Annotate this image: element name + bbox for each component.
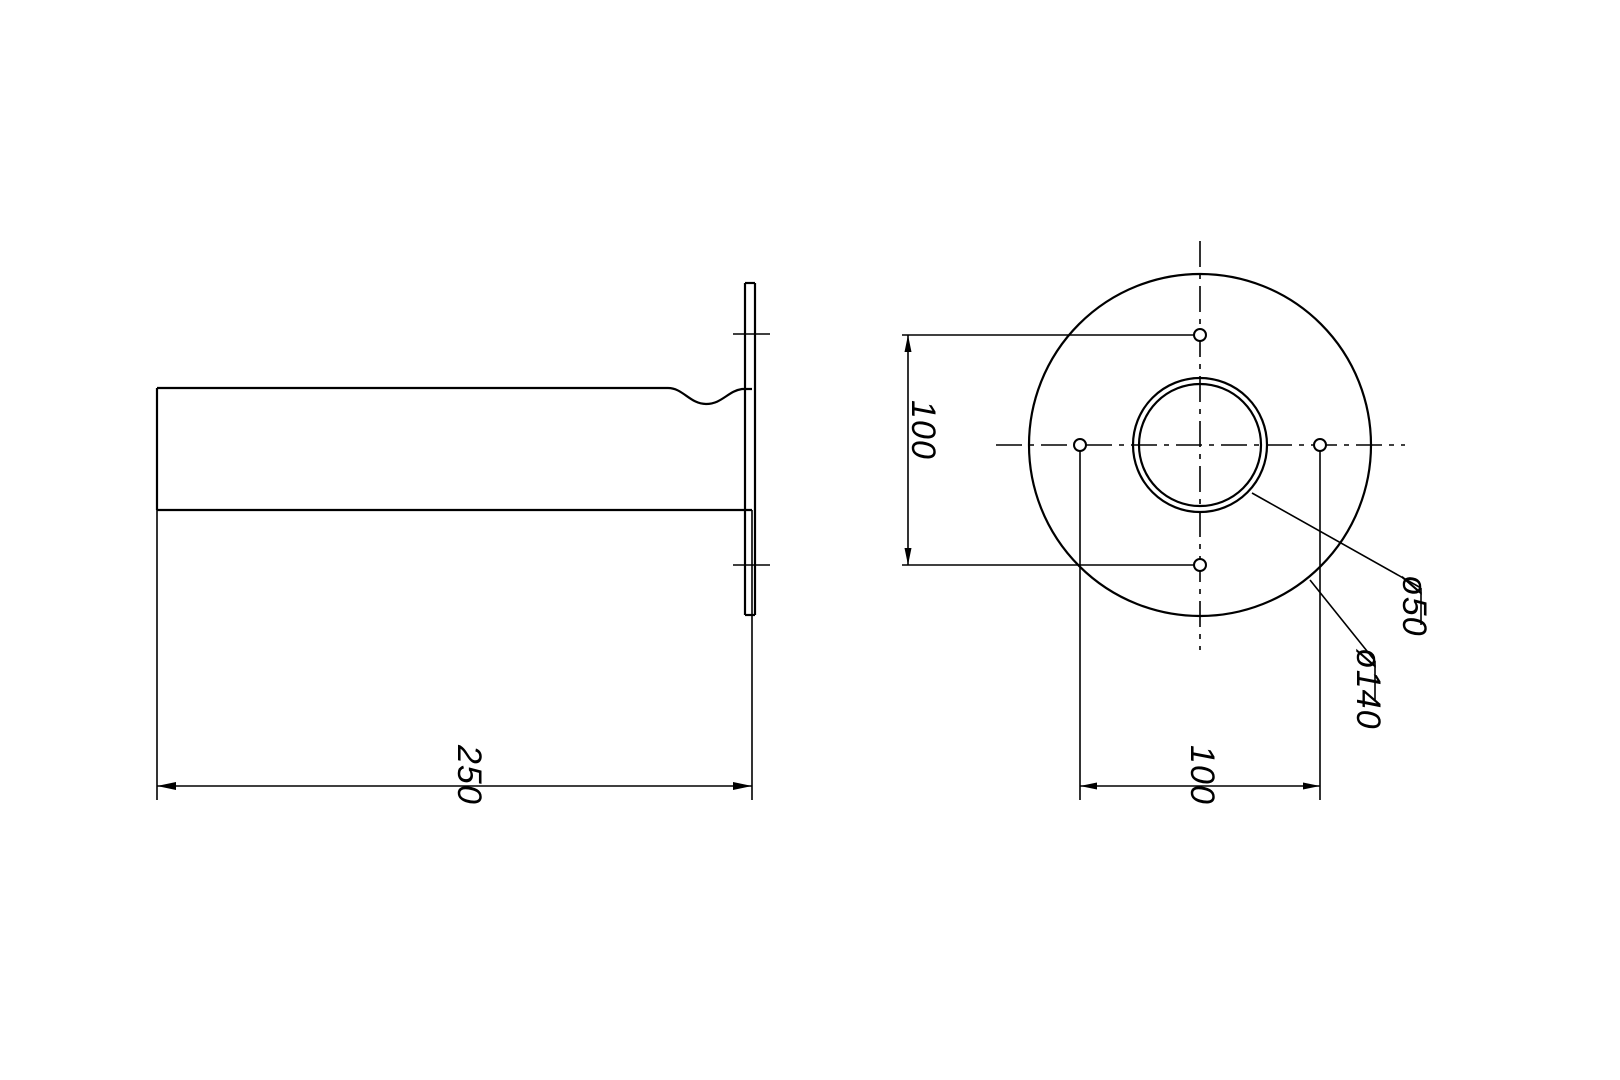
bolt-hole-top-icon — [1193, 328, 1207, 342]
dimension-label-100-vertical: 100 — [904, 400, 942, 460]
arrow-head-left-250 — [157, 782, 176, 790]
bore-outer-circle — [1131, 376, 1269, 514]
dimension-label-100-horizontal: 100 — [1183, 745, 1221, 805]
dimension-label-bore-diameter: ø50 — [1395, 575, 1433, 637]
dimension-label-250: 250 — [450, 744, 488, 805]
bolt-hole-bottom-icon — [1193, 558, 1207, 572]
arrow-head-bottom-100v — [904, 548, 912, 565]
tube-top-edge — [157, 386, 752, 406]
side-elevation-view: 250 — [155, 281, 770, 805]
arrow-head-top-100v — [904, 335, 912, 352]
front-end-view: 100 100 ø50 ø140 — [902, 241, 1433, 805]
dimension-label-flange-diameter: ø140 — [1349, 648, 1387, 730]
arrow-head-right-100h — [1303, 782, 1320, 790]
bolt-hole-left-icon — [1073, 438, 1087, 452]
bolt-hole-right-icon — [1313, 438, 1327, 452]
arrow-head-right-250 — [733, 782, 752, 790]
leader-line-bore-diameter — [1251, 492, 1422, 589]
flange-outer-circle — [1027, 272, 1373, 618]
bore-inner-circle — [1137, 382, 1263, 508]
arrow-head-left-100h — [1080, 782, 1097, 790]
leader-line-flange-diameter — [1309, 579, 1376, 662]
